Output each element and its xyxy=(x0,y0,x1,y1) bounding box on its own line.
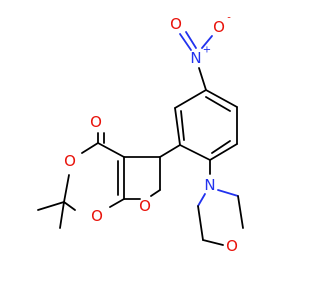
molecule-drawing: O O O O N + O O - N O xyxy=(37,13,244,255)
dioxinone-ring-bonds xyxy=(63,132,125,211)
nitro-bonds xyxy=(179,31,213,91)
gem-dimethyl-bonds xyxy=(37,201,65,229)
morpholine-nitrogen-label: N xyxy=(204,176,215,194)
nitro-negative-charge: - xyxy=(227,13,231,24)
morpholine-oxygen-label: O xyxy=(226,237,238,255)
ring-oxygen-lower-label: O xyxy=(91,207,103,225)
nitro-nitrogen-label: N xyxy=(190,49,201,67)
ring-oxygen-upper-label: O xyxy=(64,152,76,170)
nitro-oxygen-left-label: O xyxy=(170,15,182,33)
oxetane-ring-bonds xyxy=(123,156,161,200)
morpholine-bonds xyxy=(197,159,244,246)
nitro-positive-charge: + xyxy=(203,45,211,56)
oxetane-oxygen-label: O xyxy=(139,197,151,215)
carbonyl-oxygen-label: O xyxy=(90,113,102,131)
nitro-oxygen-right-label: O xyxy=(213,18,225,36)
aryl-ring-bonds xyxy=(159,89,238,161)
structure-canvas: O O O O N + O O - N O xyxy=(37,12,244,255)
